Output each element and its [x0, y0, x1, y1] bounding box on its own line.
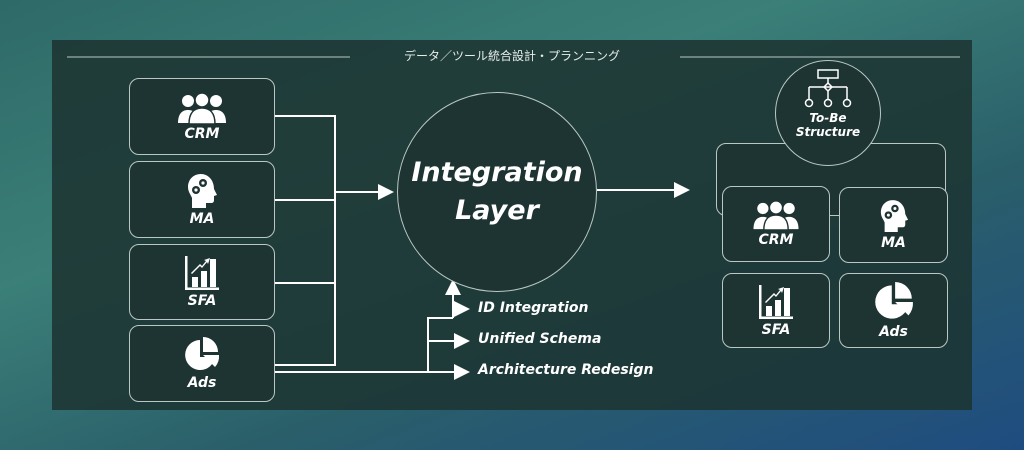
source-label: Ads [187, 374, 217, 391]
integration-line1: Integration [411, 157, 583, 188]
source-sfa: SFA [129, 244, 275, 320]
target-label: SFA [761, 321, 791, 338]
people-icon [753, 200, 799, 230]
org-chart-icon [803, 69, 853, 109]
integration-layer: Integration Layer [397, 92, 597, 292]
diagram-title: データ／ツール統合設計・プランニング [403, 49, 620, 63]
bar-chart-icon [184, 255, 220, 291]
source-ads: Ads [129, 325, 275, 402]
pie-chart-icon [874, 282, 914, 322]
bar-chart-icon [758, 284, 794, 320]
target-label: CRM [758, 232, 794, 248]
step-unified-schema: Unified Schema [478, 331, 602, 347]
source-label: SFA [187, 293, 217, 309]
source-label: MA [189, 210, 215, 227]
target-crm: CRM [722, 186, 830, 262]
source-crm: CRM [129, 78, 275, 155]
to-be-line2: Structure [795, 125, 861, 139]
source-ma: MA [129, 161, 275, 238]
target-label: MA [881, 235, 906, 251]
to-be-line1: To-Be [809, 111, 847, 125]
head-gears-icon [186, 173, 218, 209]
head-gears-icon [879, 199, 909, 233]
to-be-structure: To-Be Structure [775, 60, 881, 166]
step-architecture-redesign: Architecture Redesign [478, 362, 654, 378]
step-id-integration: ID Integration [478, 300, 589, 316]
integration-line2: Layer [455, 195, 539, 226]
target-ads: Ads [839, 273, 948, 348]
target-label: Ads [879, 323, 908, 340]
target-sfa: SFA [722, 273, 830, 348]
target-ma: MA [839, 187, 948, 263]
people-icon [178, 92, 226, 124]
pie-chart-icon [184, 337, 220, 373]
source-label: CRM [184, 125, 220, 142]
